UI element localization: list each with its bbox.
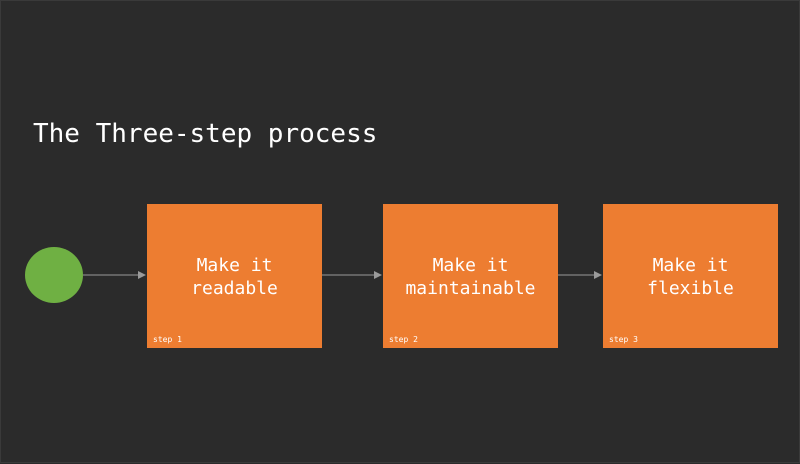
- step-label-line-1: Make it: [196, 255, 273, 276]
- step-label-line-2: readable: [191, 278, 278, 299]
- start-circle: [25, 247, 83, 303]
- page-title: The Three-step process: [33, 119, 378, 149]
- step-label-line-2: flexible: [647, 278, 734, 299]
- step-label: Make it maintainable: [383, 254, 558, 300]
- step-label-line-2: maintainable: [405, 278, 536, 299]
- step-label: Make it flexible: [603, 254, 778, 300]
- step-label-line-1: Make it: [432, 255, 509, 276]
- step-number-tag: step 2: [389, 335, 418, 344]
- step-box-2: Make it maintainable step 2: [383, 204, 558, 348]
- step-number-tag: step 1: [153, 335, 182, 344]
- step-label: Make it readable: [147, 254, 322, 300]
- step-label-line-1: Make it: [652, 255, 729, 276]
- step-box-3: Make it flexible step 3: [603, 204, 778, 348]
- step-box-1: Make it readable step 1: [147, 204, 322, 348]
- step-number-tag: step 3: [609, 335, 638, 344]
